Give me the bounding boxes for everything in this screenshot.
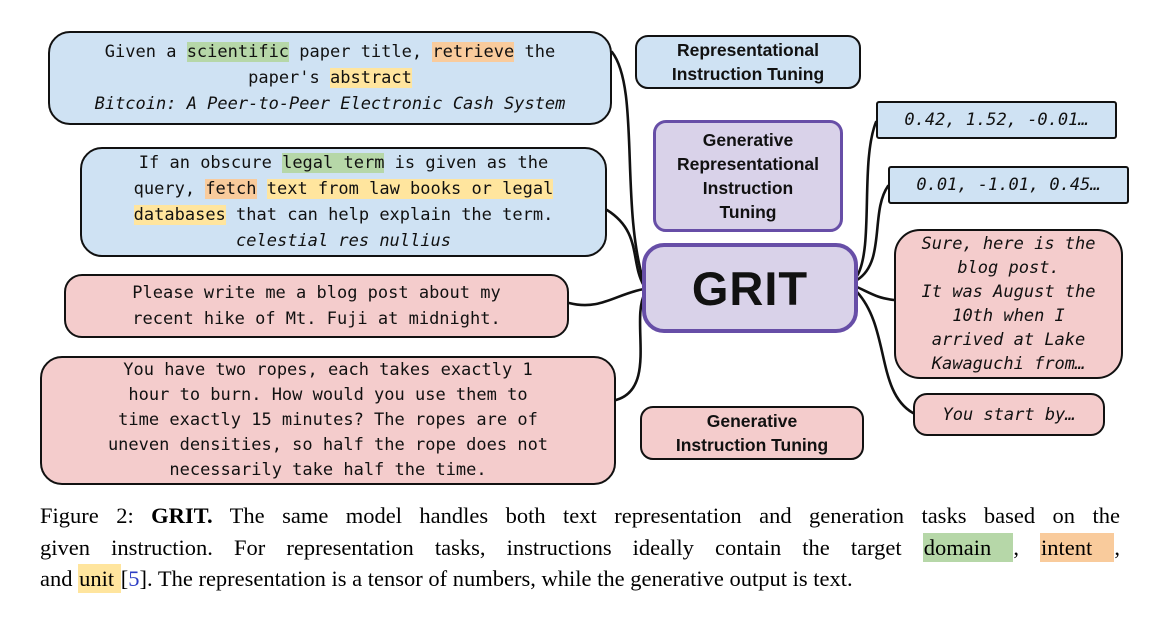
text-segment: is given as the [384,153,549,173]
input-line: uneven densities, so half the rope does … [108,433,548,458]
label-line: Tuning [719,202,777,222]
text-segment: intent [1040,532,1115,562]
input-line: necessarily take half the time. [169,458,486,483]
label-representational-instruction-tuning: Representational Instruction Tuning [635,35,861,89]
text-segment: celestial res nullius [236,231,451,251]
text-segment: fetch [205,179,257,199]
text-segment: You have two ropes, each takes exactly 1 [123,360,533,380]
text-segment [257,179,267,199]
text-segment: GRIT. [151,503,213,528]
output-line: 10th when I [952,306,1065,326]
input-line: If an obscure legal term is given as the [139,150,548,176]
text-segment: query, [133,179,206,199]
input-line: Given a scientific paper title, retrieve… [105,39,555,65]
label-line: Instruction Tuning [671,64,825,84]
caption-line: given instruction. For representation ta… [40,532,1120,564]
connector-grit-to-generation1 [855,285,896,302]
label-generative-instruction-tuning: Generative Instruction Tuning [640,406,864,460]
output-line: Kawaguchi from… [931,354,1086,374]
text-segment: scientific [186,42,290,62]
input-line: recent hike of Mt. Fuji at midnight. [132,306,500,332]
connector-ropes-to-grit [614,291,647,402]
grit-title: GRIT [691,261,809,315]
text-segment: Bitcoin: A Peer-to-Peer Electronic Cash … [94,94,566,114]
output-line: Sure, here is the [921,234,1096,254]
input-line: hour to burn. How would you use them to [128,383,527,408]
text-segment: recent hike of Mt. Fuji at midnight. [132,309,501,329]
output-embedding-2: 0.01, -1.01, 0.45… [888,166,1129,204]
connector-scientific-to-grit [610,50,646,285]
input-query-example: celestial res nullius [236,228,451,254]
text-segment: [ [120,566,129,591]
input-line: You have two ropes, each takes exactly 1 [123,358,532,383]
input-line: query, fetch text from law books or lega… [134,176,554,202]
embedding-values: 0.01, -1.01, 0.45… [916,175,1101,195]
text-segment: paper title, [289,42,433,62]
text-segment: the [514,42,556,62]
output-line: arrived at Lake [931,330,1086,350]
output-generation-blog: Sure, here is the blog post. It was Augu… [894,229,1123,379]
connector-grit-to-generation2 [855,290,915,415]
output-embedding-1: 0.42, 1.52, -0.01… [876,101,1117,139]
connector-grit-to-embedding2 [855,184,890,282]
text-segment: The same model handles both text represe… [212,503,1120,528]
output-line: You start by… [942,404,1076,425]
label-generative-representational-instruction-tuning: Generative Representational Instruction … [653,120,843,232]
text-segment: If an obscure [138,153,283,173]
text-segment: time exactly 15 minutes? The ropes are o… [118,410,538,430]
label-line: Generative [706,411,798,431]
input-line: paper's abstract [248,65,412,91]
connector-blog-to-grit [567,287,646,307]
label-line: Representational [677,154,819,174]
text-segment: Figure 2: [40,503,152,528]
text-segment: uneven densities, so half the rope does … [107,435,549,455]
text-segment: that can help explain the term. [225,205,554,225]
text-segment: necessarily take half the time. [169,460,487,480]
figure-caption: Figure 2: GRIT. The same model handles b… [40,500,1120,595]
text-segment: databases [133,205,226,225]
text-segment: abstract [330,68,412,88]
text-segment: domain [922,532,1014,562]
label-line: Generative [702,130,794,150]
grit-model-box: GRIT [642,243,858,333]
input-bubble-ropes-riddle: You have two ropes, each takes exactly 1… [40,356,616,485]
text-segment: paper's [248,68,330,88]
input-bubble-legal-term: If an obscure legal term is given as the… [80,147,607,257]
text-segment: retrieve [432,42,515,62]
text-segment: legal term [282,153,385,173]
input-bubble-scientific-paper: Given a scientific paper title, retrieve… [48,31,612,125]
label-line: Representational [677,40,819,60]
text-segment: , [1013,534,1041,560]
output-line: It was August the [921,282,1096,302]
caption-line: Figure 2: GRIT. The same model handles b… [40,500,1120,532]
label-line: Instruction [702,178,794,198]
input-bubble-blog-post: Please write me a blog post about my rec… [64,274,569,338]
text-segment: , [1114,534,1120,560]
input-query-example: Bitcoin: A Peer-to-Peer Electronic Cash … [95,91,566,117]
label-line: Instruction Tuning [675,435,829,455]
text-segment: and [40,566,79,591]
text-segment: ]. The representation is a tensor of num… [139,566,853,591]
input-line: time exactly 15 minutes? The ropes are o… [118,408,538,433]
output-line: blog post. [957,258,1060,278]
caption-line: and unit [5]. The representation is a te… [40,563,1120,595]
input-line: databases that can help explain the term… [133,202,554,228]
text-segment: Given a [104,42,187,62]
text-segment: given instruction. For representation ta… [40,534,923,560]
citation-link[interactable]: 5 [128,566,140,591]
output-generation-riddle: You start by… [913,393,1105,436]
connector-legal-to-grit [605,208,646,288]
text-segment: Please write me a blog post about my [132,283,501,303]
connector-grit-to-embedding1 [855,120,878,278]
input-line: Please write me a blog post about my [132,280,500,306]
text-segment: unit [78,564,121,593]
embedding-values: 0.42, 1.52, -0.01… [904,110,1089,130]
text-segment: text from law books or legal [266,179,554,199]
text-segment: hour to burn. How would you use them to [128,385,528,405]
